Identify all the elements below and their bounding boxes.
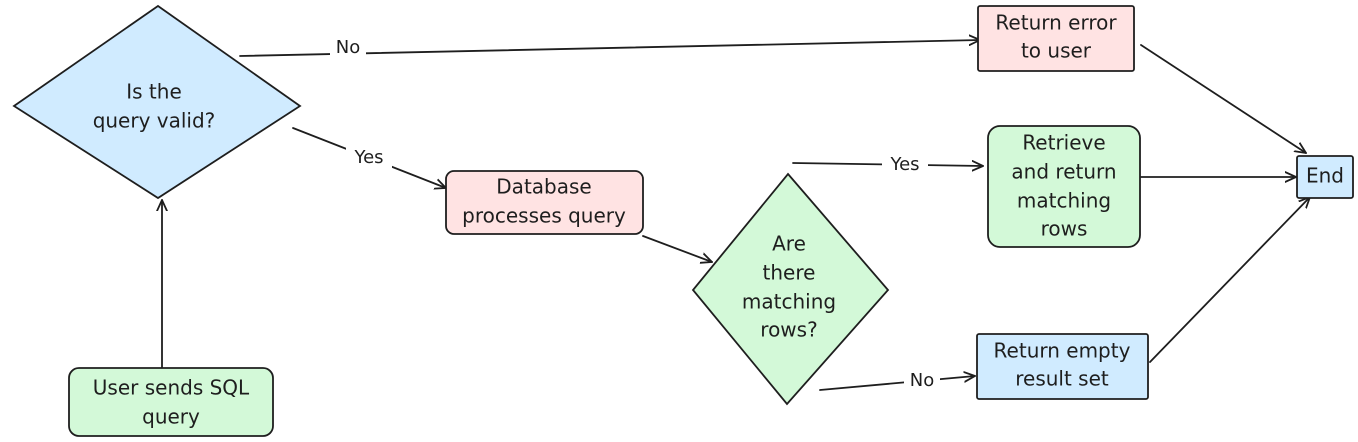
edge-rows-yes-to-retrieve: Yes (792, 153, 984, 177)
node-label-line: User sends SQL (93, 376, 250, 400)
node-label-line: query valid? (93, 109, 216, 133)
node-return-empty[interactable]: Return empty result set (976, 333, 1149, 400)
edge-label-bg (904, 370, 940, 392)
node-user-sends-query[interactable]: User sends SQL query (68, 367, 274, 437)
node-label-line: rows (1041, 217, 1088, 241)
node-retrieve-rows[interactable]: Retrieve and return matching rows (987, 125, 1141, 248)
edge-db-to-rows (642, 235, 713, 262)
edge-label-bg (346, 146, 392, 170)
node-label-line: Retrieve (1022, 131, 1105, 155)
node-label-line: to user (1021, 39, 1092, 63)
node-label-line: rows? (760, 318, 817, 342)
edge-valid-yes-to-db: Yes (292, 127, 447, 188)
edge-label-bg (882, 153, 928, 177)
edge-valid-no-to-error: No (239, 37, 981, 59)
node-label-line: Return empty (994, 339, 1131, 363)
node-label-end: End (1306, 164, 1344, 188)
node-label-line: query (142, 405, 200, 429)
node-label-line: matching (742, 290, 836, 314)
node-label-line: result set (1015, 367, 1109, 391)
node-label-line: Database (496, 175, 591, 199)
node-matching-rows-decision[interactable]: Are there matching rows? (691, 172, 890, 406)
edge-label-bg (330, 37, 366, 59)
node-label-line: Are (772, 232, 806, 256)
node-label-line: Is the (126, 80, 182, 104)
edge-label-no: No (336, 37, 360, 58)
edge-label-yes: Yes (353, 147, 383, 168)
edge-error-to-end (1140, 44, 1307, 154)
node-label-line: there (763, 261, 816, 285)
edge-empty-to-end (1149, 196, 1311, 363)
node-label-line: Return error (995, 11, 1117, 35)
node-database-processes[interactable]: Database processes query (445, 170, 644, 235)
edge-label-yes: Yes (889, 154, 919, 175)
node-end[interactable]: End (1296, 155, 1354, 199)
edge-rows-no-to-empty: No (819, 370, 976, 392)
node-label-line: and return (1011, 160, 1116, 184)
node-return-error[interactable]: Return error to user (977, 5, 1135, 72)
node-label-line: processes query (462, 204, 626, 228)
node-query-valid-decision[interactable]: Is the query valid? (12, 4, 302, 200)
node-label-line: matching (1017, 189, 1111, 213)
edge-label-no: No (910, 370, 934, 391)
